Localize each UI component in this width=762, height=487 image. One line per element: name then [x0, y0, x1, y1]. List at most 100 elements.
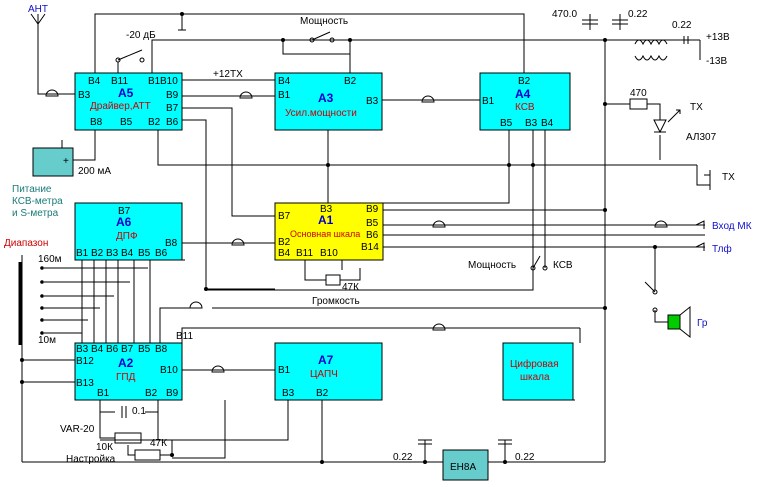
block-a2-id: А2 [118, 356, 134, 370]
a7-pin-b1: В1 [278, 365, 291, 376]
tx-switch-label: ТХ [722, 172, 735, 183]
cap-022-a-label: 0.22 [628, 9, 648, 20]
volume-pot-icon [325, 274, 341, 286]
r10k-label: 10К [96, 442, 113, 453]
band-label: Диапазон [4, 238, 48, 249]
block-a4: А4 КСВ В2 В1 В5 В3 В4 [479, 72, 571, 131]
block-a3-id: А3 [318, 91, 334, 105]
a4-pin-b3: В3 [525, 118, 538, 129]
block-digital-scale: Цифровая шкала [502, 342, 574, 401]
inductor-icons [634, 39, 700, 61]
power-switch-top-label: Мощность [300, 16, 348, 27]
a2-pin-b11: В11 [176, 331, 193, 342]
plus12tx-label: +12ТХ [213, 69, 243, 80]
a2-pin-b12: В12 [76, 356, 94, 367]
antenna-icon [30, 13, 46, 28]
a7-pin-b2: В2 [316, 388, 329, 399]
a5-pin-b1: В1 [148, 76, 161, 87]
block-a5-id: А5 [118, 86, 134, 100]
block-a3-name: Усил.мощности [285, 108, 357, 119]
a2-pin-b9: В9 [166, 388, 179, 399]
attenuator-switch [115, 49, 145, 73]
speaker-switch-icon [644, 281, 658, 313]
attenuator-label: -20 дБ [126, 30, 156, 41]
a4-pin-b5: В5 [500, 118, 513, 129]
plus13-label: +13В [706, 32, 730, 43]
reg-cap-b-label: 0.22 [515, 452, 535, 463]
a2-pin-b5: В5 [138, 344, 151, 355]
block-a1-name: Основная шкала [290, 229, 360, 239]
band-contacts [40, 266, 44, 335]
block-a5: А5 Драйвер,АТТ В4 В11 В1 В3 В10 В9 В7 В8… [74, 72, 183, 131]
block-a4-id: А4 [515, 87, 531, 101]
a6-pin-b6: В6 [155, 248, 168, 259]
volume-pot-label: 47К [342, 282, 359, 293]
antenna-label: АНТ [28, 4, 48, 15]
resistor-470-label: 470 [630, 88, 647, 99]
led-icon [653, 109, 681, 134]
regulator-caps [418, 439, 512, 445]
a5-pin-b10: В10 [160, 76, 178, 87]
a1-pin-b7: В7 [278, 211, 291, 222]
block-a2: А2 ГПД В3 В4 В6 В7 В5 В8 В12 В10 В13 В1 … [74, 331, 193, 401]
a6-pin-b7: В7 [118, 206, 131, 217]
a1-pin-b9: В9 [366, 204, 379, 215]
speaker-label: Гр [697, 318, 708, 329]
meter-block: + [32, 147, 74, 177]
a3-pin-b4: В4 [278, 76, 291, 87]
meter-plus: + [63, 156, 69, 167]
a1-pin-b2: В2 [278, 237, 291, 248]
supply-label-2: КСВ-метра [12, 196, 63, 207]
a1-pin-b4: В4 [278, 248, 291, 259]
block-a4-name: КСВ [515, 102, 535, 113]
phone-label: Тлф [712, 243, 732, 255]
block-a2-name: ГПД [116, 372, 136, 383]
regulator-label: ЕН8А [450, 462, 476, 473]
block-a6-id: А6 [116, 215, 132, 229]
a1-pin-b3: В3 [320, 204, 333, 215]
a3-pin-b1: В1 [278, 90, 291, 101]
supply-label-1: Питание [12, 184, 52, 195]
a6-pin-b4: В4 [121, 248, 134, 259]
cap-022-b-label: 0.22 [672, 20, 692, 31]
tune-components [114, 406, 161, 461]
power-swr-switch [530, 255, 548, 271]
band-10m-label: 10м [38, 335, 56, 346]
supply-label-3: и S-метра [12, 208, 59, 219]
var20-label: VAR-20 [60, 424, 95, 435]
led-label: АЛ307 [686, 132, 717, 143]
coax-connectors [45, 89, 668, 373]
block-a5-name: Драйвер,АТТ [90, 101, 151, 112]
minus13-label: -13В [706, 56, 727, 67]
junction-dots [20, 12, 657, 464]
block-a7-name: ЦАПЧ [310, 369, 338, 380]
resistor-470-icon [629, 98, 648, 110]
a1-pin-b5: В5 [366, 218, 379, 229]
a5-pin-b7: В7 [166, 103, 179, 114]
a2-pin-b8: В8 [155, 344, 168, 355]
a2-pin-b7: В7 [121, 344, 134, 355]
mic-in-label: Вход МК [712, 221, 752, 232]
block-regulator: ЕН8А [442, 449, 489, 481]
a4-pin-b4: В4 [541, 118, 554, 129]
tx-switch-icon [704, 170, 711, 190]
digital-scale-label-1: Цифровая [510, 358, 559, 370]
reg-cap-a-label: 0.22 [393, 452, 413, 463]
band-160m-label: 160м [38, 254, 62, 265]
cap-470-label: 470.0 [552, 9, 577, 20]
a5-pin-b9: В9 [166, 90, 179, 101]
a5-pin-b5: В5 [120, 117, 133, 128]
block-a7: А7 ЦАПЧ В1 В3 В2 [274, 342, 383, 401]
a7-pin-b3: В3 [282, 388, 295, 399]
cap-01-label: 0.1 [132, 406, 146, 417]
a4-pin-b1: В1 [482, 96, 495, 107]
a5-pin-b2: В2 [148, 117, 161, 128]
ground-symbols [175, 29, 575, 401]
tx-led-label: ТХ [690, 102, 703, 113]
block-a3: А3 Усил.мощности В4 В2 В1 В3 [274, 72, 383, 131]
tune-label: Настройка [66, 454, 116, 465]
block-a1-id: А1 [318, 213, 334, 227]
a2-pin-b10: В10 [160, 365, 178, 376]
a4-pin-b2: В2 [518, 76, 531, 87]
